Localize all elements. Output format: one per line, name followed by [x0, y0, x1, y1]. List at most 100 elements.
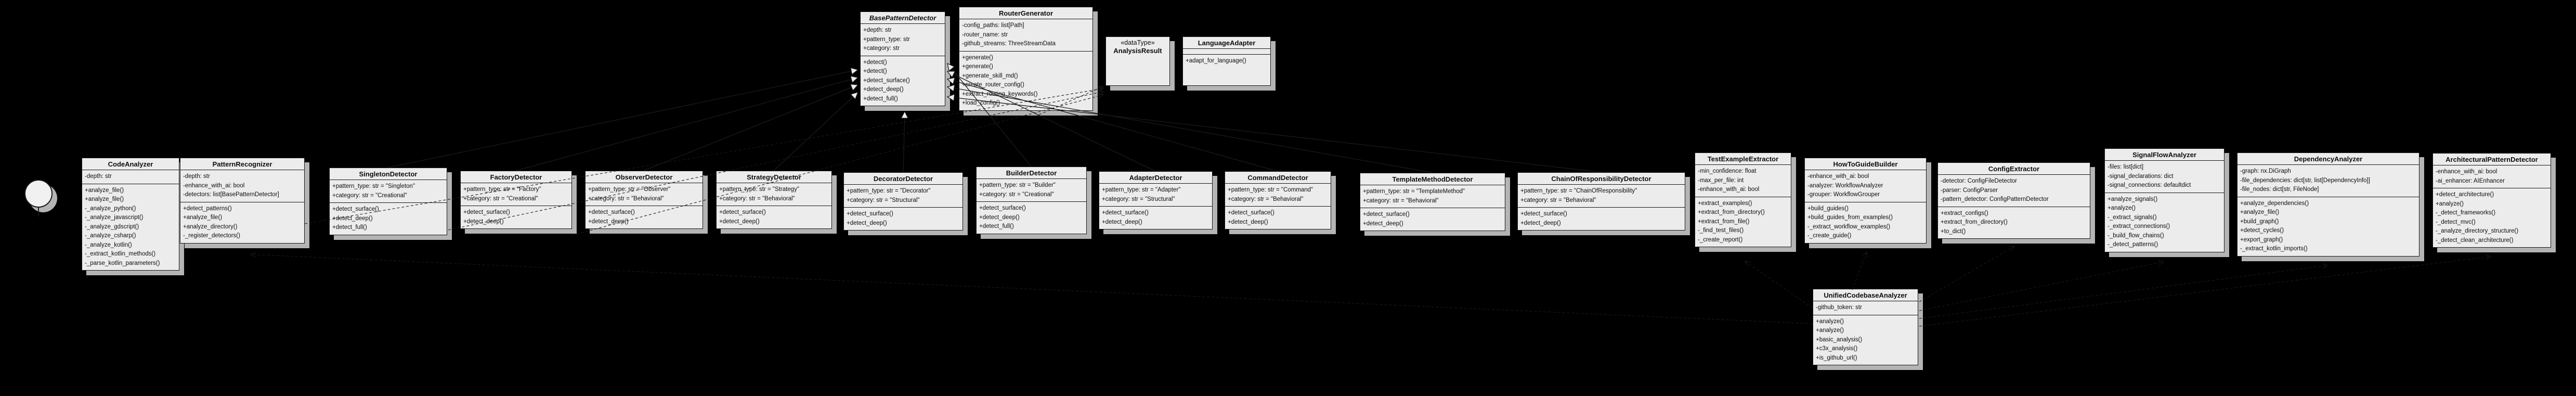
class-box-SingletonDetector[interactable]: SingletonDetector +pattern_type: str = "S…	[329, 168, 447, 235]
class-methods-compartment: +detect_surface()+detect_deep()	[1518, 207, 1685, 230]
class-attributes-compartment: +pattern_type: str = "Singleton"+categor…	[330, 180, 447, 202]
class-box-TemplateMethodDetector[interactable]: TemplateMethodDetector+pattern_type: str…	[1360, 173, 1505, 231]
class-box-AdapterDetector[interactable]: AdapterDetector+pattern_type: str = "Ada…	[1099, 171, 1213, 229]
class-name: ChainOfResponsibilityDetector	[1551, 175, 1651, 183]
class-box-SignalFlowAnalyzer[interactable]: SignalFlowAnalyzer-files: list[dict]-sig…	[2104, 148, 2224, 252]
class-method: +extract_from_file()	[1698, 218, 1750, 225]
class-box-FactoryDetector[interactable]: FactoryDetector+pattern_type: str = "Fac…	[460, 171, 572, 229]
class-box-ObserverDetector[interactable]: ObserverDetector+pattern_type: str = "Ob…	[585, 171, 703, 229]
class-attributes-compartment: +pattern_type: str = "Builder"+category:…	[977, 178, 1086, 201]
dependency-edge	[1919, 257, 2491, 327]
class-box-AnalysisResult[interactable]: «dataType»AnalysisResult	[1105, 36, 1170, 86]
class-attribute: +category: str = "Behavioral"	[1228, 196, 1304, 202]
class-attribute: -depth: str	[85, 173, 112, 180]
class-attributes-compartment: -files: list[dict]-signal_declarations: …	[2105, 160, 2224, 193]
class-box-UnifiedCodebaseAnalyzer[interactable]: UnifiedCodebaseAnalyzer-github_token: st…	[1813, 289, 1918, 365]
class-box-HowToGuideBuilder[interactable]: HowToGuideBuilder-enhance_with_ai: bool-…	[1804, 158, 1927, 244]
class-attributes-compartment: -config_paths: list[Path]-router_name: s…	[959, 19, 1092, 51]
class-box-StrategyDetector[interactable]: StrategyDetector+pattern_type: str = "St…	[716, 171, 832, 229]
dependency-edge	[251, 254, 1813, 324]
class-method: +detect()	[863, 68, 887, 74]
class-name: BasePatternDetector	[869, 14, 936, 22]
class-method: -_build_flow_chains()	[2107, 232, 2164, 239]
class-name: SingletonDetector	[359, 170, 418, 178]
class-methods-compartment: +detect_surface()+detect_deep()	[461, 206, 571, 228]
class-method: +analyze()	[1816, 327, 1844, 334]
class-attributes-compartment: +depth: str+pattern_type: str+category: …	[861, 23, 945, 56]
class-attribute: -grouper: WorkflowGrouper	[1807, 191, 1880, 198]
class-box-ChainOfResponsibilityDetector[interactable]: ChainOfResponsibilityDetector+pattern_ty…	[1517, 172, 1685, 231]
class-method: -_analyze_python()	[85, 205, 136, 212]
interface-lollipop-icon[interactable]	[24, 180, 53, 208]
class-methods-compartment: +detect_patterns()+analyze_file()+analyz…	[180, 201, 304, 243]
class-method: +load_config()	[962, 100, 1000, 106]
class-method: -_detect_frameworks()	[2436, 210, 2496, 216]
class-method: -_find_test_files()	[1698, 227, 1744, 234]
class-method: +adapt_for_language()	[1186, 58, 1246, 64]
class-title: PatternRecognizer	[180, 158, 304, 170]
class-attribute: +category: str = "Creational"	[332, 192, 407, 199]
class-box-ArchitecturalPatternDetector[interactable]: ArchitecturalPatternDetector -enhance_wit…	[2432, 153, 2551, 248]
class-title: «dataType»AnalysisResult	[1106, 37, 1169, 56]
class-method: +extract_configs()	[1941, 210, 1988, 216]
class-method: +generate()	[962, 54, 993, 61]
class-attribute: -enhance_with_ai: bool	[183, 182, 245, 189]
class-attributes-compartment: +pattern_type: str = "ChainOfResponsibil…	[1518, 184, 1685, 207]
class-attribute: -detectors: list[BasePatternDetector]	[183, 191, 279, 198]
class-box-CommandDetector[interactable]: CommandDetector+pattern_type: str = "Com…	[1225, 171, 1331, 229]
class-name: TemplateMethodDetector	[1392, 175, 1473, 183]
class-attributes-compartment: +pattern_type: str = "Strategy"+category…	[717, 183, 831, 206]
class-method: +detect_surface()	[588, 209, 635, 215]
class-attribute: -ai_enhancer: AIEnhancer	[2436, 177, 2505, 184]
class-name: RouterGenerator	[998, 9, 1053, 17]
class-title: ArchitecturalPatternDetector	[2433, 154, 2551, 165]
class-name: FactoryDetector	[490, 173, 542, 181]
class-method: +detect_architecture()	[2436, 191, 2494, 198]
class-attribute: -max_per_file: int	[1698, 177, 1744, 184]
class-attributes-compartment: +pattern_type: str = "Observer"+category…	[586, 183, 702, 206]
class-method: +detect_surface()	[979, 205, 1026, 211]
class-method: -_extract_kotlin_methods()	[85, 251, 156, 257]
class-method: +basic_analysis()	[1816, 336, 1863, 343]
class-attribute: +category: str = "Creational"	[463, 195, 538, 202]
class-box-LanguageAdapter[interactable]: LanguageAdapter +adapt_for_language()	[1182, 36, 1271, 86]
class-box-PatternRecognizer[interactable]: PatternRecognizer-depth: str-enhance_wit…	[180, 158, 305, 244]
class-method: -_extract_workflow_examples()	[1807, 223, 1891, 230]
class-box-BasePatternDetector[interactable]: BasePatternDetector+depth: str+pattern_t…	[860, 11, 945, 106]
class-title: TemplateMethodDetector	[1360, 173, 1505, 185]
class-title: BasePatternDetector	[861, 12, 945, 23]
class-method: +extract_from_directory()	[1698, 209, 1765, 215]
class-name: LanguageAdapter	[1198, 39, 1256, 47]
class-box-ConfigExtractor[interactable]: ConfigExtractor-detector: ConfigFileDete…	[1937, 162, 2090, 239]
class-method: +detect_surface()	[719, 209, 766, 215]
class-attribute: -graph: nx.DiGraph	[2240, 168, 2291, 174]
class-method: +is_github_url()	[1816, 354, 1857, 361]
class-attribute: +category: str = "Behavioral"	[719, 195, 795, 202]
class-box-CodeAnalyzer[interactable]: CodeAnalyzer-depth: str+analyze_file()+a…	[82, 158, 179, 271]
class-stereotype: «dataType»	[1121, 39, 1155, 46]
class-attributes-compartment: -min_confidence: float-max_per_file: int…	[1695, 164, 1791, 197]
class-method: +detect_full()	[332, 224, 367, 231]
class-title: UnifiedCodebaseAnalyzer	[1813, 289, 1918, 301]
class-name: SignalFlowAnalyzer	[2132, 151, 2196, 159]
class-method: -_extract_kotlin_imports()	[2240, 246, 2308, 252]
class-method: -_analyze_javascript()	[85, 214, 144, 221]
class-attributes-compartment: -enhance_with_ai: bool-analyzer: Workflo…	[1805, 170, 1926, 202]
class-box-RouterGenerator[interactable]: RouterGenerator -config_paths: list[Path]…	[959, 7, 1093, 111]
class-methods-compartment: +detect_surface()+detect_deep()	[586, 206, 702, 228]
class-box-DecoratorDetector[interactable]: DecoratorDetector+pattern_type: str = "D…	[843, 172, 963, 231]
class-box-BuilderDetector[interactable]: BuilderDetector+pattern_type: str = "Bui…	[976, 167, 1087, 234]
class-methods-compartment: +extract_examples()+extract_from_directo…	[1695, 196, 1791, 247]
class-box-TestExampleExtractor[interactable]: TestExampleExtractor-min_confidence: flo…	[1695, 152, 1791, 247]
class-method: +detect_surface()	[863, 77, 910, 84]
class-method: +build_graph()	[2240, 218, 2279, 225]
inheritance-edge	[903, 111, 905, 173]
class-attribute: -detector: ConfigFileDetector	[1941, 178, 2018, 184]
class-attribute: -github_streams: ThreeStreamData	[962, 41, 1056, 47]
class-name: BuilderDetector	[1006, 169, 1057, 177]
class-attribute: -enhance_with_ai: bool	[2436, 169, 2497, 175]
class-methods-compartment: +detect_architecture()+analyze()-_detect…	[2433, 188, 2551, 247]
class-attribute: -pattern_detector: ConfigPatternDetector	[1941, 196, 2049, 202]
class-box-DependencyAnalyzer[interactable]: DependencyAnalyzer-graph: nx.DiGraph-fil…	[2237, 152, 2419, 257]
